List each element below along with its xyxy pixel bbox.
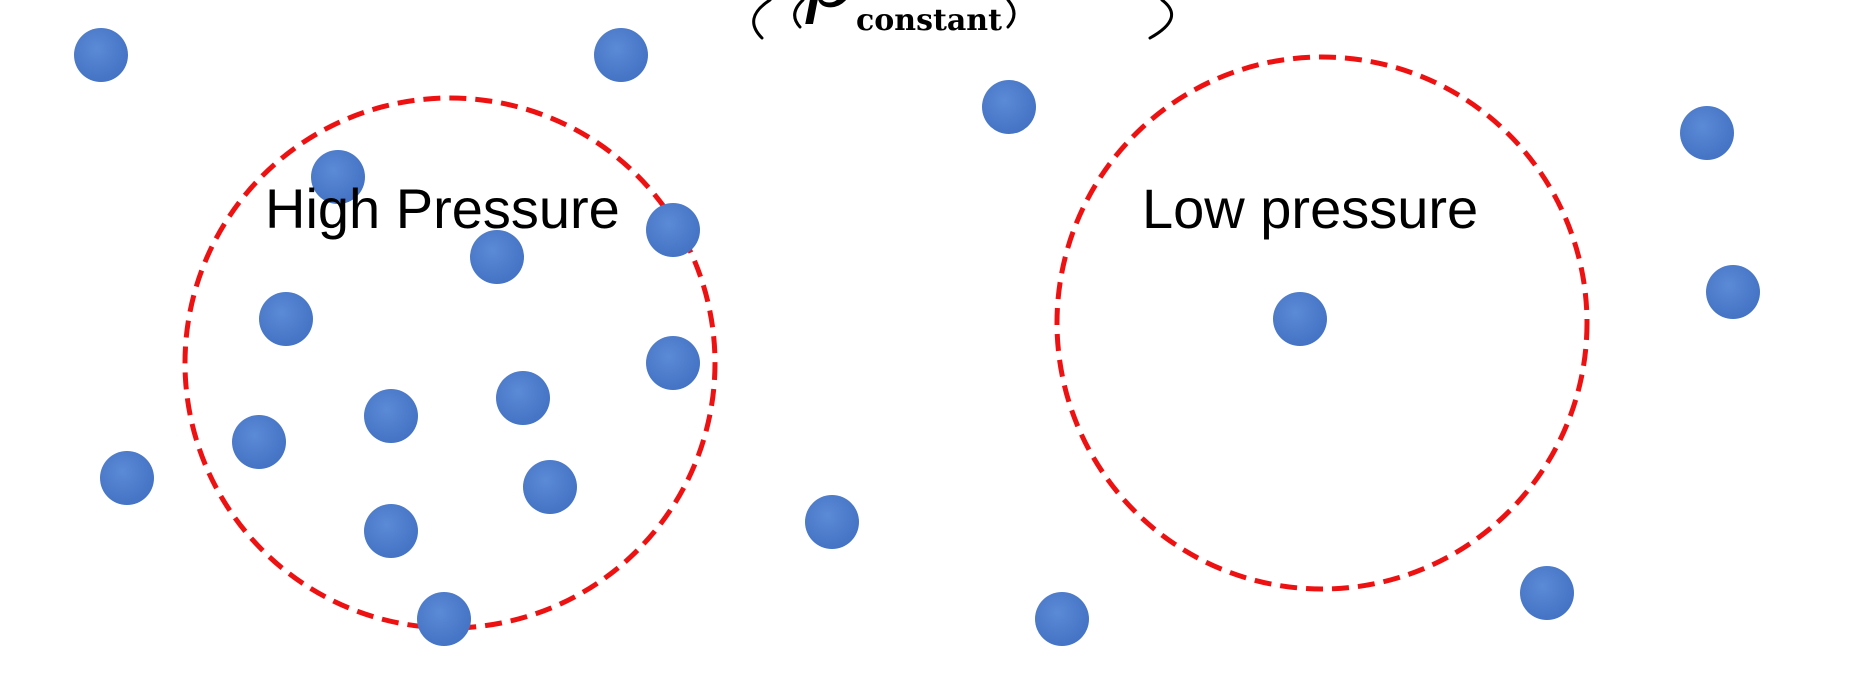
particle <box>523 460 577 514</box>
particle <box>259 292 313 346</box>
particle <box>1706 265 1760 319</box>
particle <box>496 371 550 425</box>
particle <box>232 415 286 469</box>
particle <box>1273 292 1327 346</box>
particle <box>646 336 700 390</box>
low-pressure-label: Low pressure <box>1142 177 1478 240</box>
particle <box>311 150 365 204</box>
particle <box>364 504 418 558</box>
particle <box>470 230 524 284</box>
formula-fragment: ρ constant <box>752 0 1174 40</box>
particle <box>982 80 1036 134</box>
low-pressure-boundary <box>1054 54 1590 592</box>
particle <box>805 495 859 549</box>
formula-inner-left-paren <box>793 0 805 29</box>
formula-inner-right-paren <box>1006 0 1016 29</box>
particle <box>417 592 471 646</box>
particle <box>1680 106 1734 160</box>
particle <box>646 203 700 257</box>
high-pressure-label: High Pressure <box>265 177 620 240</box>
particles <box>74 28 1760 646</box>
particle <box>74 28 128 82</box>
formula-subscript: constant <box>856 3 1002 38</box>
particle <box>1520 566 1574 620</box>
formula-outer-right-paren <box>1148 0 1174 40</box>
particle <box>100 451 154 505</box>
particle <box>1035 592 1089 646</box>
formula-symbol: ρ <box>805 0 857 27</box>
formula-outer-left-paren <box>752 0 772 40</box>
particle <box>594 28 648 82</box>
particle <box>364 389 418 443</box>
